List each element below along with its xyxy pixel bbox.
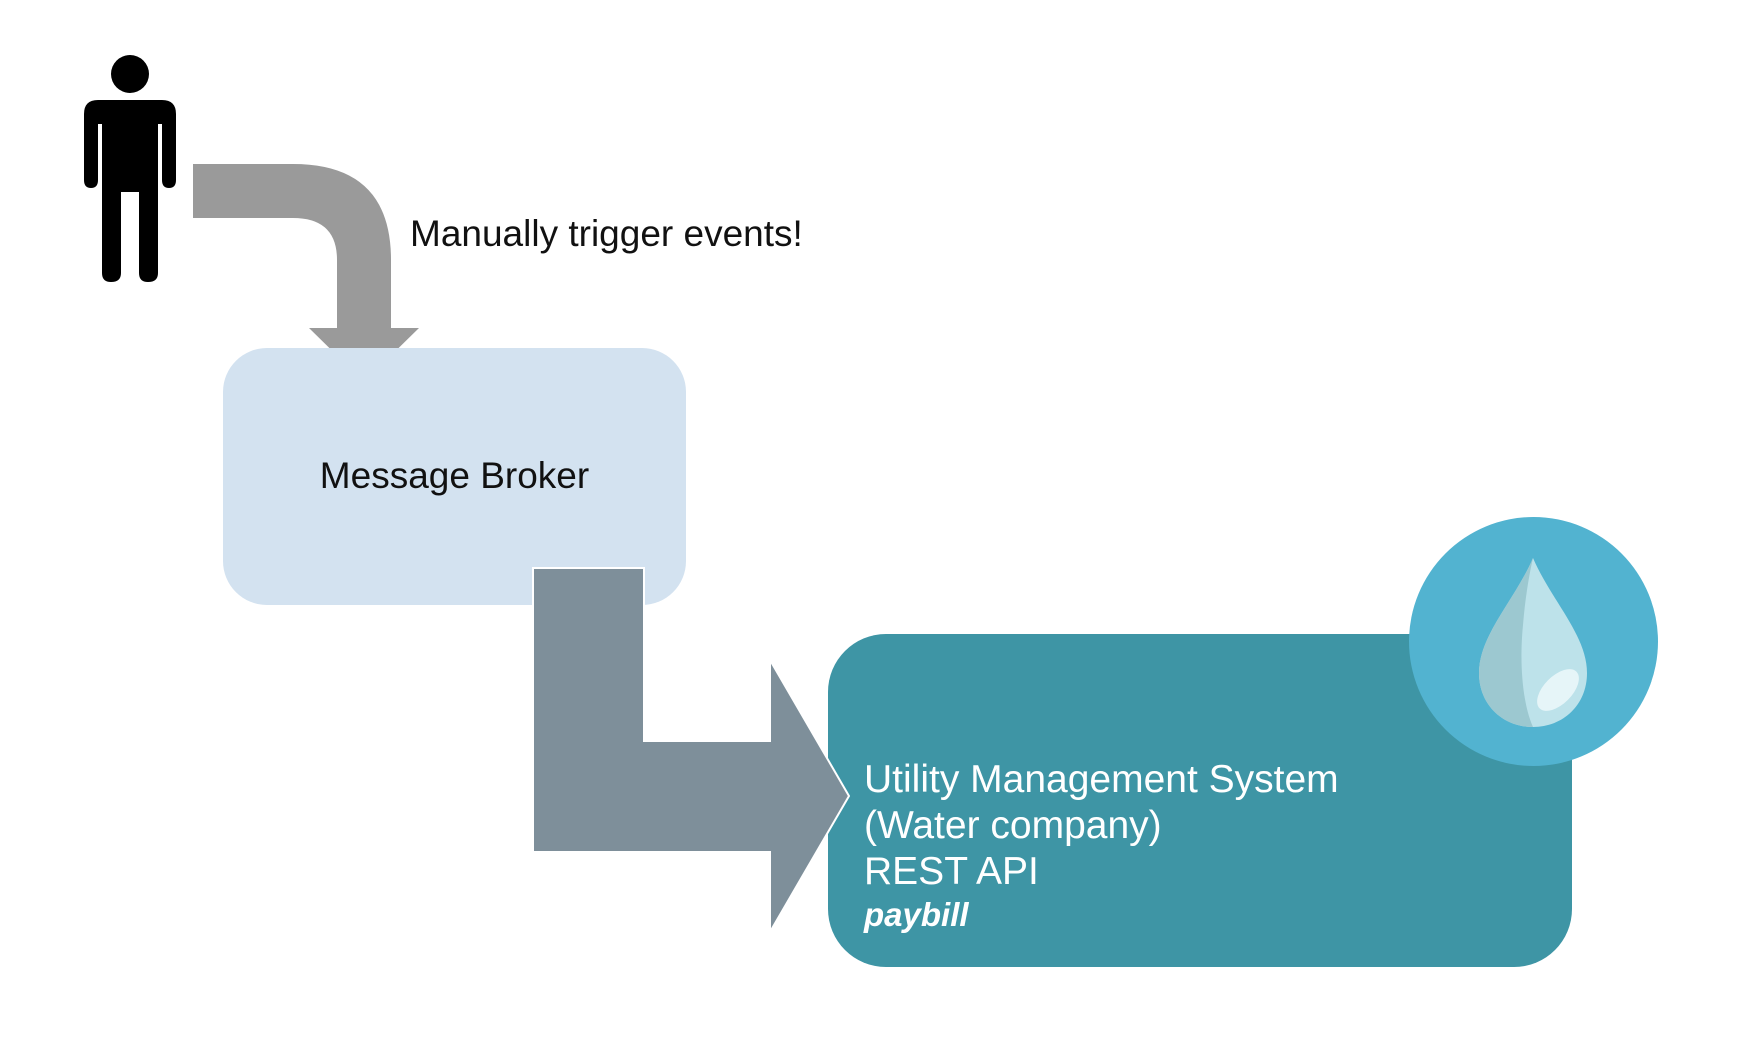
trigger-arrow bbox=[193, 164, 419, 382]
utility-system-api: REST API bbox=[864, 850, 1039, 893]
dispatch-arrow bbox=[532, 567, 850, 935]
utility-system-tag: paybill bbox=[864, 896, 969, 933]
trigger-label: Manually trigger events! bbox=[410, 213, 803, 254]
utility-system-company: (Water company) bbox=[864, 804, 1162, 847]
utility-system-text: Utility Management System (Water company… bbox=[864, 757, 1339, 935]
person-icon bbox=[84, 55, 176, 282]
utility-system-title: Utility Management System bbox=[864, 758, 1339, 801]
message-broker-box bbox=[223, 348, 686, 605]
water-drop-icon bbox=[1479, 558, 1587, 727]
message-broker-label: Message Broker bbox=[319, 455, 590, 496]
